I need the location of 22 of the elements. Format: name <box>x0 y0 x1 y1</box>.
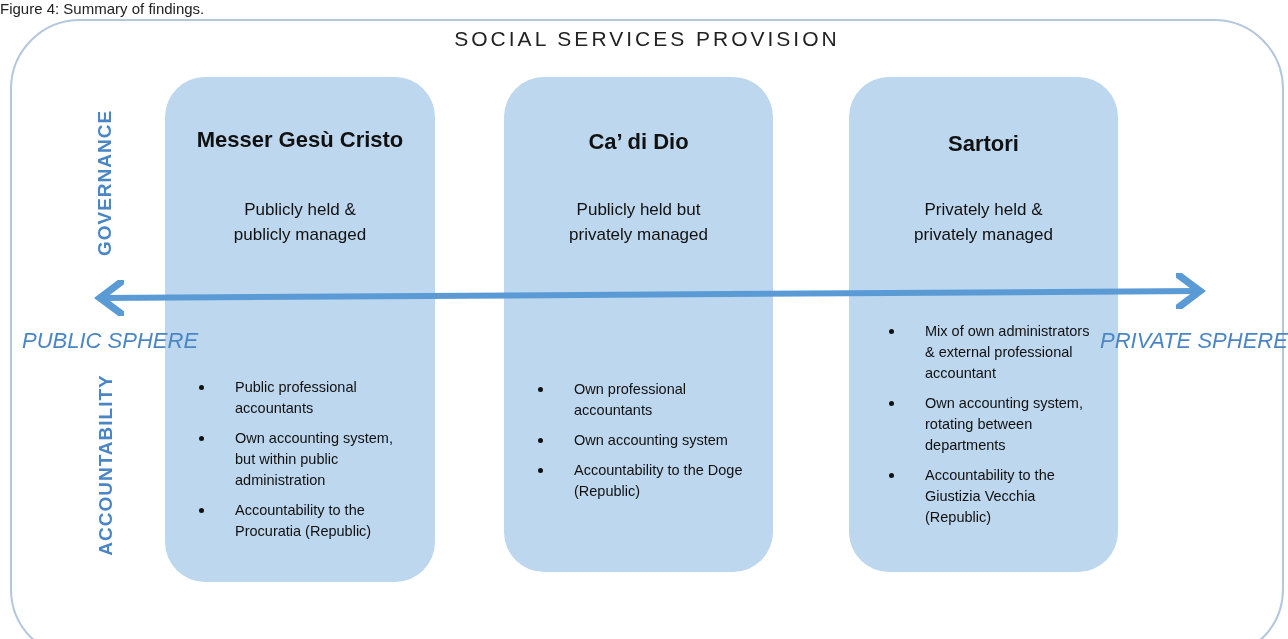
bullet-text: Own professional accountants <box>574 381 687 418</box>
bullet-text: Own accounting system <box>574 432 728 448</box>
organization-card <box>504 77 773 572</box>
card-heading: Sartori <box>947 131 1020 157</box>
axis-label: GOVERNANCE <box>94 109 117 257</box>
bullet-text: Accountability to the Doge (Republic) <box>574 462 743 499</box>
card-heading: Ca’ di Dio <box>587 129 690 155</box>
figure-title: Figure 4: Summary of findings. <box>0 0 205 17</box>
sphere-label: PRIVATE SPHERE <box>1100 328 1288 354</box>
bullet-text: Accountability to the Procuratia (Republic) <box>235 502 372 539</box>
governance-text: Publicly held & publicly managed <box>232 199 368 246</box>
card-heading: Messer Gesù Cristo <box>195 127 405 153</box>
bullet-text: Accountability to the Giustizia Vecchia (Republic) <box>925 467 1055 525</box>
sphere-label: PUBLIC SPHERE <box>22 328 199 354</box>
bullet-text: Own accounting system, but within public administration <box>235 430 393 488</box>
bullet-text: Own accounting system, rotating between departments <box>925 395 1083 453</box>
governance-text: Publicly held but privately managed <box>568 199 709 246</box>
governance-text: Privately held & privately managed <box>913 199 1054 246</box>
bullet-text: Mix of own administrators & external professional accountant <box>925 323 1090 381</box>
bullet-text: Public professional accountants <box>235 379 357 416</box>
axis-label: ACCOUNTABILITY <box>94 374 117 556</box>
frame-heading: SOCIAL SERVICES PROVISION <box>453 27 841 51</box>
